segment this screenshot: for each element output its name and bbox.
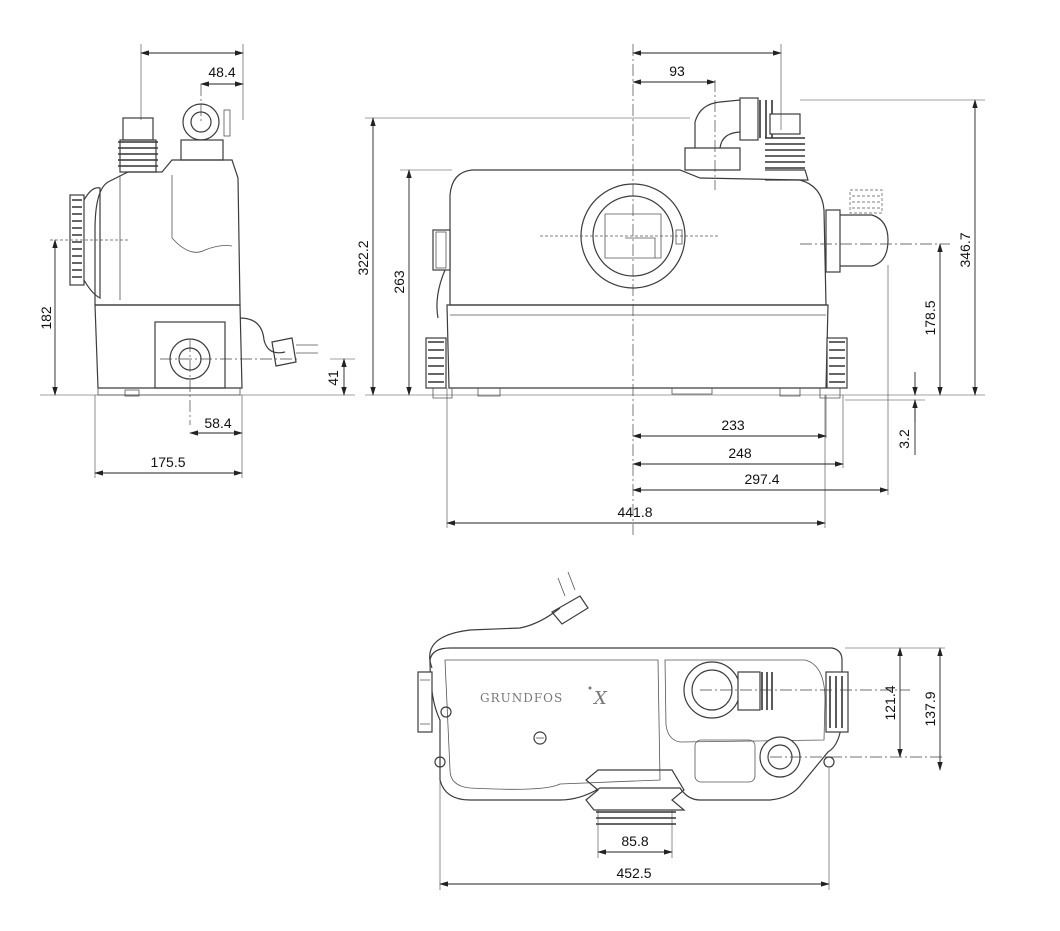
dimension-85-8: 85.8 (597, 833, 673, 855)
dimension-3-2: 3.2 (896, 372, 918, 455)
dim-85-8-label: 85.8 (621, 833, 648, 849)
dimension-137-9: 137.9 (922, 647, 943, 771)
dim-41-label: 41 (325, 370, 341, 386)
brand-label: GRUNDFOS (480, 691, 563, 705)
dim-121-4-label: 121.4 (882, 685, 898, 720)
dimension-441-8: 441.8 (446, 504, 826, 526)
dimension-297-4: 297.4 (632, 471, 889, 493)
dimension-178-5: 178.5 (922, 243, 943, 396)
dim-3-2-label: 3.2 (896, 429, 912, 449)
dimension-175-5: 175.5 (94, 454, 243, 476)
top-view-body: GRUNDFOS X (417, 571, 849, 825)
dim-233-label: 233 (721, 417, 745, 433)
dimension-452-5: 452.5 (439, 865, 830, 887)
dim-58-4-label: 58.4 (204, 415, 231, 431)
dim-452-5-label: 452.5 (616, 865, 651, 881)
dimension-322-2: 322.2 (355, 117, 376, 396)
front-view-body (425, 97, 889, 399)
dim-182-label: 182 (38, 306, 54, 330)
dim-346-7-label: 346.7 (957, 232, 973, 267)
dim-248-label: 248 (728, 445, 752, 461)
dimension-121-4: 121.4 (882, 647, 903, 758)
brand-mark: X (592, 688, 608, 709)
dim-322-2-label: 322.2 (355, 240, 371, 275)
dimension-48-4: 48.4 (140, 50, 244, 87)
dimension-182: 182 (38, 239, 58, 396)
dim-297-4-label: 297.4 (744, 471, 779, 487)
side-view-body (69, 103, 318, 397)
dimension-58-4: 58.4 (189, 415, 243, 436)
dimension-41: 41 (325, 358, 347, 396)
front-view: 93 322.2 263 346.7 178.5 3.2 233 (355, 44, 985, 535)
dim-178-5-label: 178.5 (922, 300, 938, 335)
dimension-263: 263 (391, 169, 412, 396)
side-view: 48.4 182 41 58.4 175.5 (38, 44, 355, 478)
dim-441-8-label: 441.8 (617, 504, 652, 520)
dim-48-4-label: 48.4 (208, 64, 235, 80)
dim-175-5-label: 175.5 (150, 454, 185, 470)
dimension-93: 93 (632, 50, 782, 85)
dim-93-label: 93 (669, 63, 685, 79)
top-view: GRUNDFOS X 121.4 137.9 85.8 452.5 (417, 571, 945, 890)
dimension-346-7: 346.7 (957, 99, 978, 396)
dimension-233: 233 (632, 417, 827, 439)
dimension-248: 248 (632, 445, 844, 467)
dim-263-label: 263 (391, 270, 407, 294)
dim-137-9-label: 137.9 (922, 691, 938, 726)
